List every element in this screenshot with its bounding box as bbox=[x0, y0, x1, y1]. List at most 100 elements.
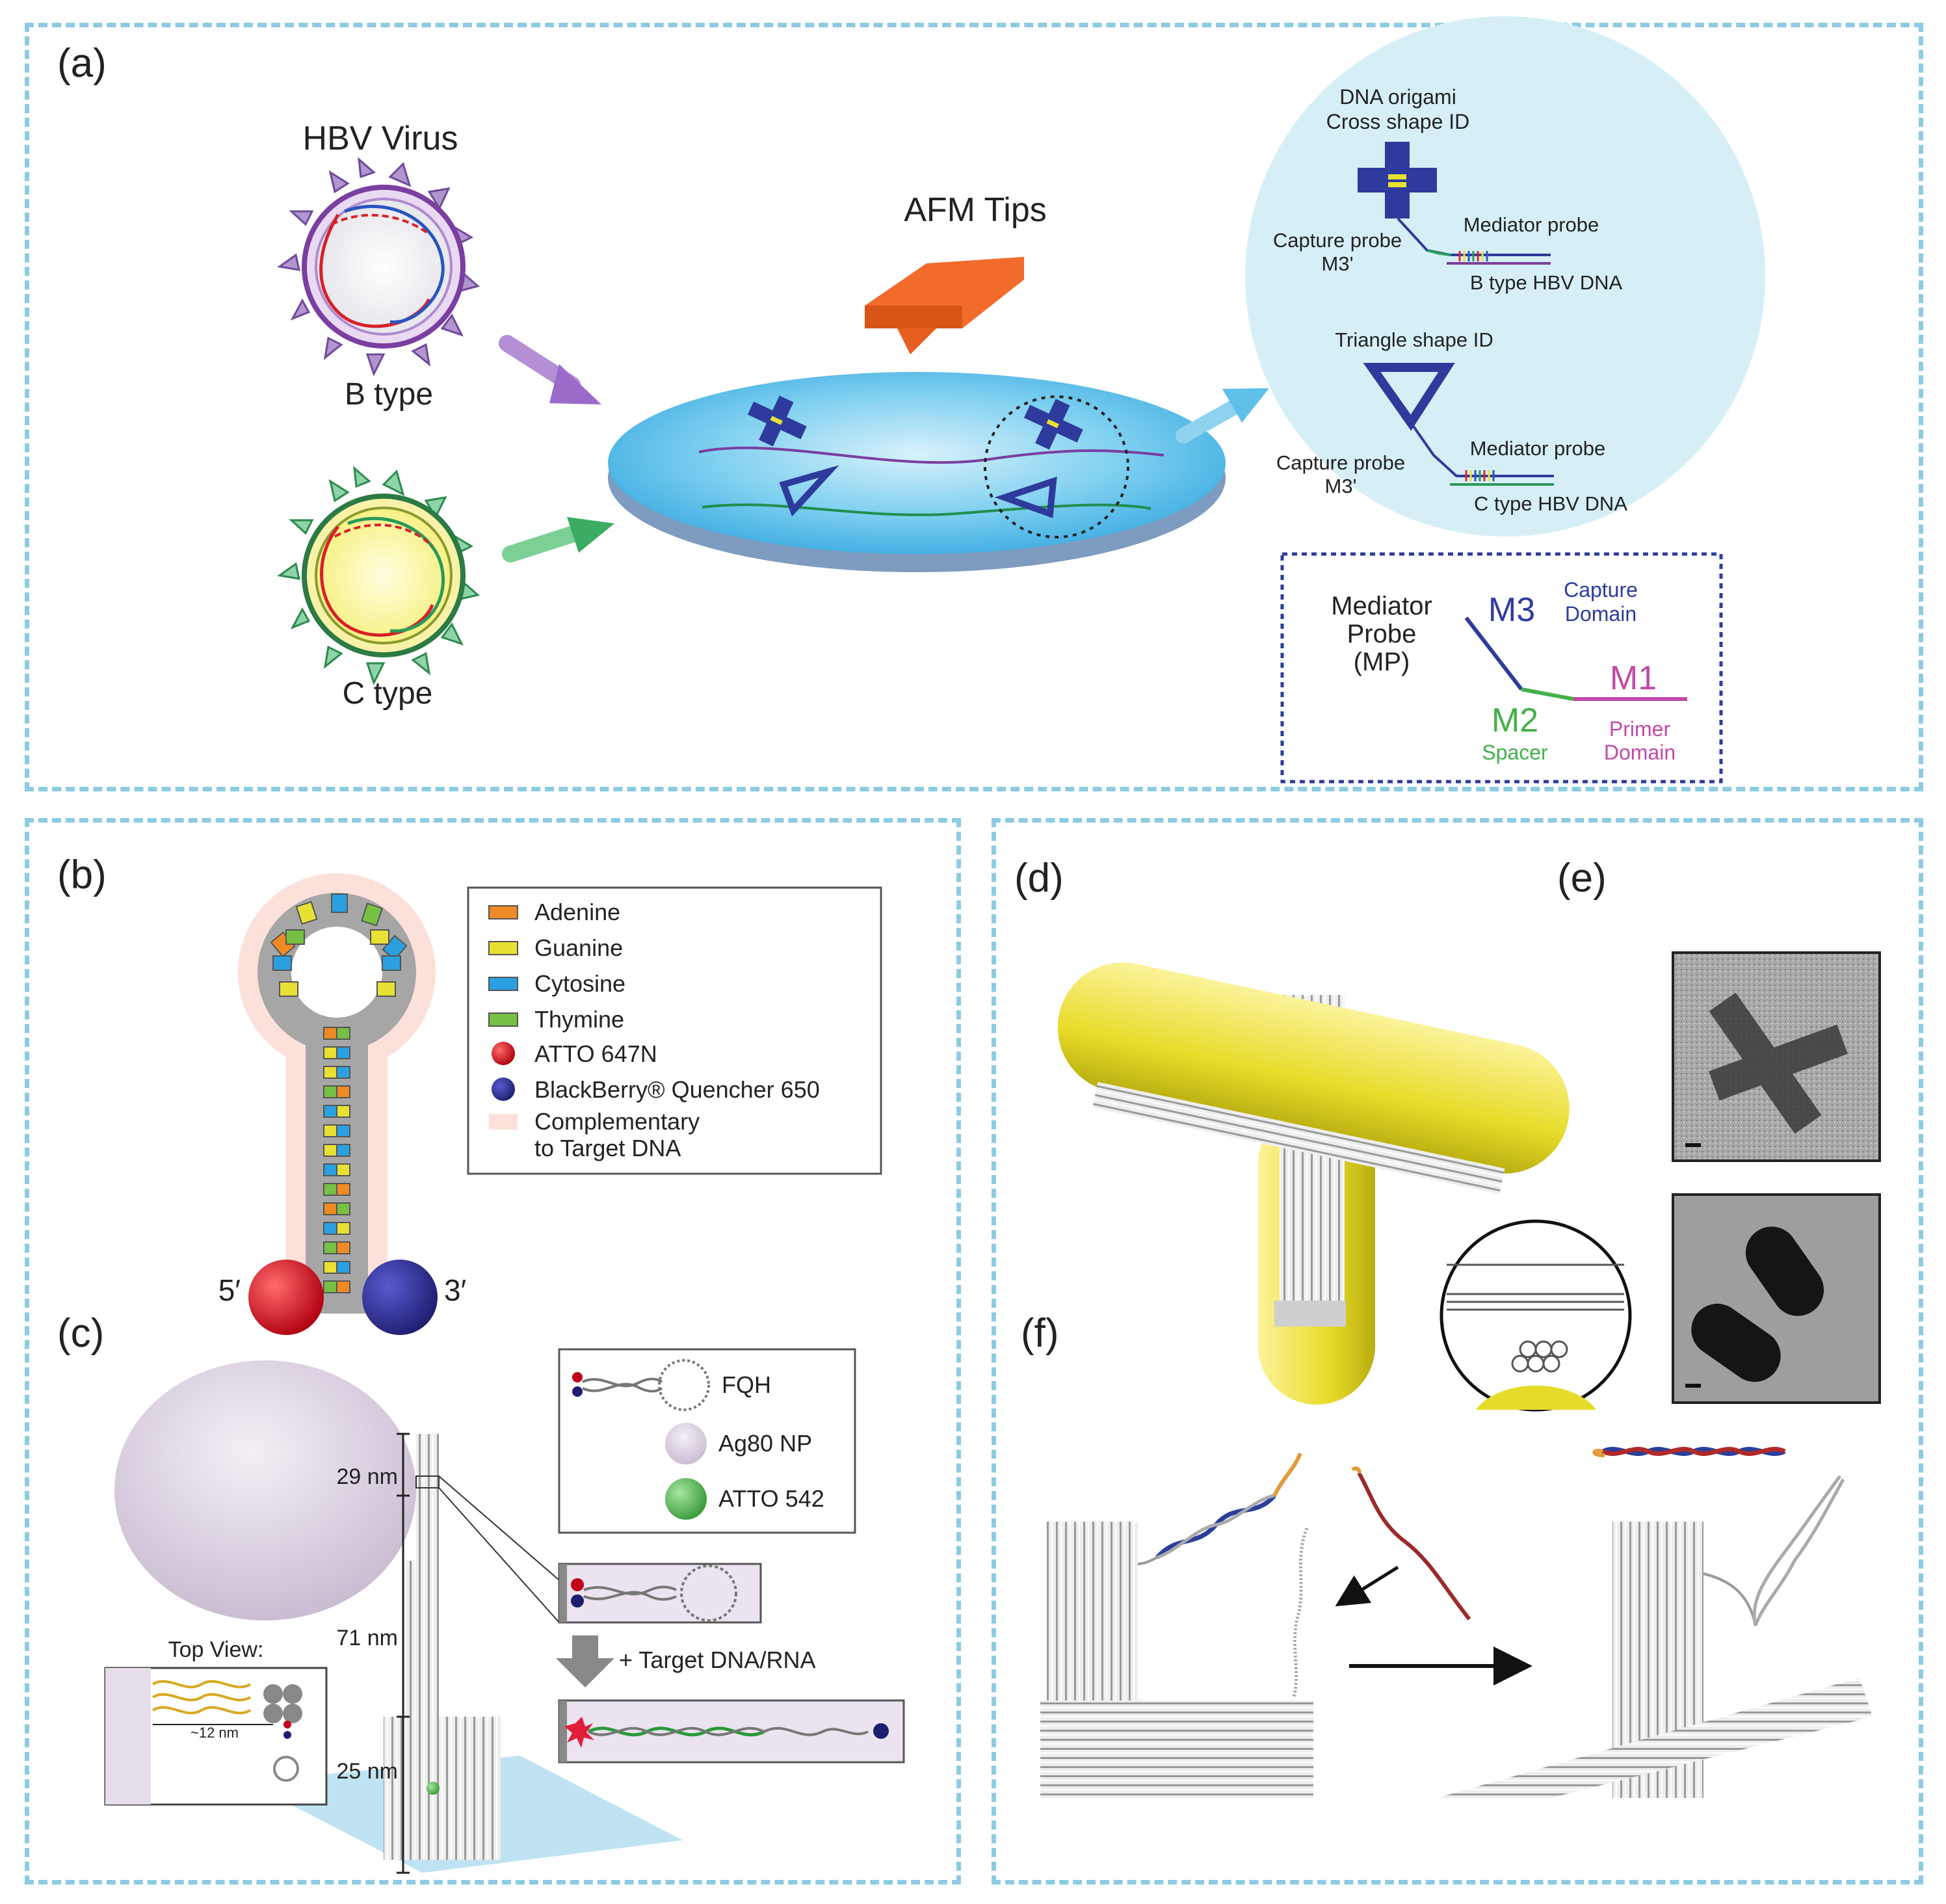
thymine-swatch bbox=[488, 1012, 518, 1027]
scale-bar bbox=[1685, 1143, 1701, 1147]
legend-complementary-2: to Target DNA bbox=[534, 1135, 681, 1161]
origami-hinge-open bbox=[1040, 1452, 1313, 1798]
origami-hinge-closed bbox=[1437, 1475, 1873, 1798]
mediator-probe-2: Mediator probe bbox=[1470, 437, 1606, 460]
quencher-sphere bbox=[362, 1260, 438, 1335]
three-prime-label: 3′ bbox=[444, 1273, 466, 1307]
virus-title: HBV Virus bbox=[303, 120, 458, 157]
mediator-probe-box bbox=[1280, 552, 1723, 784]
legend-cytosine: Cytosine bbox=[534, 970, 625, 997]
closed-probe bbox=[571, 1565, 737, 1622]
mp-title-1: Mediator bbox=[1331, 592, 1432, 620]
closed-probe-box bbox=[558, 1563, 762, 1624]
top-view-helices bbox=[151, 1680, 302, 1782]
panel-label-d: (d) bbox=[1014, 856, 1064, 901]
tem-nanorods bbox=[1691, 1226, 1824, 1382]
b-type-hbv-dna-label: B type HBV DNA bbox=[1470, 271, 1623, 294]
capture-strand-2 bbox=[1410, 421, 1554, 477]
panel-label-b: (b) bbox=[57, 853, 107, 897]
m3-segment bbox=[1464, 616, 1523, 691]
mp-title-3: (MP) bbox=[1354, 648, 1410, 676]
nanorod-zoom-circle bbox=[1440, 1219, 1632, 1412]
top-view-12nm: ~12 nm bbox=[191, 1725, 239, 1741]
afm-tips-label: AFM Tips bbox=[904, 191, 1047, 229]
panel-bc-frame bbox=[25, 818, 961, 1884]
dimension-25nm: 25 nm bbox=[337, 1759, 399, 1784]
c-type-arrow bbox=[502, 517, 614, 562]
capture-probe-2: Capture probe bbox=[1276, 451, 1405, 474]
c-type-label: C type bbox=[343, 676, 433, 711]
triangle-id-label: Triangle shape ID bbox=[1335, 328, 1493, 351]
panel-label-c: (c) bbox=[57, 1311, 105, 1356]
capture-probe-1: Capture probe bbox=[1273, 229, 1402, 252]
legend-complementary-1: Complementary bbox=[534, 1108, 700, 1135]
legend-ag80: Ag80 NP bbox=[718, 1430, 812, 1457]
m2-segment bbox=[1521, 687, 1574, 701]
cross-origami bbox=[1358, 142, 1437, 218]
hybrid-rungs-1 bbox=[1458, 251, 1488, 261]
zoom-lines bbox=[415, 1475, 560, 1623]
zoom-circle bbox=[1245, 16, 1765, 536]
binding-arrow bbox=[1335, 1565, 1399, 1607]
legend-bhq650: BlackBerry® Quencher 650 bbox=[534, 1076, 820, 1103]
dimension-lines bbox=[397, 1433, 410, 1874]
top-view-label: Top View: bbox=[168, 1637, 264, 1662]
capture-domain-2: Domain bbox=[1565, 602, 1637, 626]
legend-adenine: Adenine bbox=[534, 899, 620, 925]
fqh-icon bbox=[572, 1359, 710, 1411]
legend-atto647n: ATTO 647N bbox=[534, 1040, 657, 1067]
tem-cross-shape bbox=[1709, 992, 1848, 1134]
nanoantenna-legend bbox=[558, 1348, 856, 1534]
cross-marker bbox=[1388, 174, 1406, 179]
b-type-virus bbox=[277, 157, 480, 377]
origami-title-1: DNA origami bbox=[1339, 85, 1456, 109]
afm-tip bbox=[865, 257, 1024, 354]
ag80-swatch bbox=[665, 1423, 707, 1464]
mediator-probe-1: Mediator probe bbox=[1464, 213, 1599, 236]
afm-surface-disc bbox=[608, 372, 1226, 572]
legend-atto542: ATTO 542 bbox=[718, 1485, 824, 1512]
mp-title-2: Probe bbox=[1347, 620, 1417, 648]
adenine-swatch bbox=[488, 905, 518, 919]
primer-domain-1: Primer bbox=[1609, 717, 1671, 741]
dimension-29nm: 29 nm bbox=[337, 1464, 399, 1489]
target-dna-label: + Target DNA/RNA bbox=[619, 1646, 815, 1673]
legend-fqh: FQH bbox=[722, 1371, 771, 1398]
m3-label: M3 bbox=[1488, 591, 1535, 629]
zoom-arrow bbox=[1176, 388, 1269, 443]
atto647n-swatch bbox=[492, 1042, 515, 1065]
m1-label: M1 bbox=[1610, 659, 1657, 697]
panel-label-a: (a) bbox=[57, 41, 107, 86]
reaction-arrow bbox=[556, 1635, 614, 1687]
cross-marker bbox=[1388, 182, 1406, 187]
bhq650-swatch bbox=[492, 1078, 515, 1101]
duplex-dna bbox=[1592, 1447, 1786, 1457]
legend-guanine: Guanine bbox=[534, 934, 623, 961]
fluorophore-sphere bbox=[248, 1260, 324, 1335]
hybrid-rungs-2 bbox=[1465, 470, 1495, 481]
c-type-hbv-dna-label: C type HBV DNA bbox=[1474, 492, 1627, 515]
panel-a-frame bbox=[25, 23, 1923, 791]
panel-label-e: (e) bbox=[1557, 856, 1607, 901]
five-prime-label: 5′ bbox=[218, 1273, 241, 1307]
top-view-ag bbox=[105, 1668, 151, 1805]
spacer-strand-1 bbox=[1427, 249, 1452, 256]
hairpin-legend bbox=[467, 886, 882, 1175]
atto542-dye bbox=[427, 1782, 440, 1795]
open-probe-anchor bbox=[559, 1700, 567, 1762]
m2-label: M2 bbox=[1492, 702, 1538, 739]
capture-probe-1-m3: M3' bbox=[1322, 252, 1354, 275]
complementary-swatch bbox=[489, 1114, 518, 1130]
open-probe bbox=[564, 1717, 889, 1748]
target-strand bbox=[1351, 1466, 1471, 1620]
capture-domain-1: Capture bbox=[1564, 578, 1638, 602]
dimension-71nm: 71 nm bbox=[337, 1626, 399, 1650]
panel-def-frame bbox=[992, 818, 1923, 1884]
closed-probe-anchor bbox=[559, 1564, 567, 1622]
triangle-origami bbox=[1363, 363, 1455, 431]
guanine-swatch bbox=[488, 941, 518, 955]
origami-title-2: Cross shape ID bbox=[1326, 110, 1470, 133]
legend-thymine: Thymine bbox=[534, 1006, 624, 1033]
atto542-swatch bbox=[665, 1478, 707, 1520]
